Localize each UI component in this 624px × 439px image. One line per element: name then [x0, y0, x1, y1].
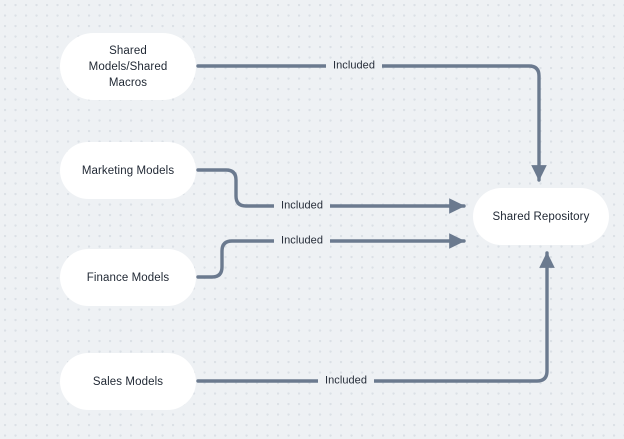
- edge-label-shared-models: Included: [333, 59, 375, 72]
- node-shared-repository[interactable]: Shared Repository: [473, 188, 609, 245]
- node-label-line-1: Shared: [109, 44, 147, 57]
- node-marketing-models[interactable]: Marketing Models: [60, 142, 196, 199]
- edge-label-backdrop: [326, 59, 382, 73]
- edge-path-marketing-models: [196, 168, 466, 214]
- node-sales-models[interactable]: Sales Models: [60, 353, 196, 410]
- edge-label-finance-models: Included: [281, 234, 323, 247]
- node-label-shared-models: Shared Models/Shared Macros: [89, 43, 168, 91]
- node-label-shared-repository: Shared Repository: [492, 210, 590, 223]
- edge-label-backdrop: [274, 199, 330, 213]
- edge-path-finance-models: [196, 233, 466, 279]
- edge-label-backdrop: [318, 374, 374, 388]
- node-label-line-2: Models/Shared: [88, 60, 168, 73]
- edge-path-sales-models: [196, 251, 555, 383]
- node-label-finance-models: Finance Models: [86, 271, 170, 284]
- edge-path-shared-models: [196, 64, 547, 182]
- node-finance-models[interactable]: Finance Models: [60, 249, 196, 306]
- edge-label-sales-models: Included: [325, 374, 367, 387]
- node-label-line-3: Macros: [108, 76, 148, 89]
- node-label-sales-models: Sales Models: [92, 375, 164, 388]
- node-shared-models[interactable]: Shared Models/Shared Macros: [60, 33, 196, 100]
- edge-label-backdrop: [274, 234, 330, 248]
- edge-label-marketing-models: Included: [281, 199, 323, 212]
- node-label-marketing-models: Marketing Models: [81, 164, 175, 177]
